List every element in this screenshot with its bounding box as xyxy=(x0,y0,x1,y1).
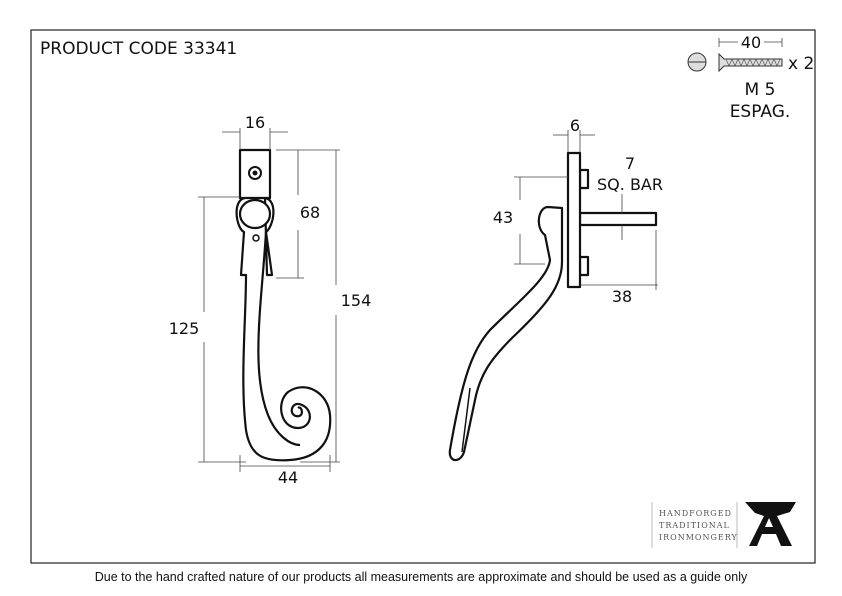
screw-type: ESPAG. xyxy=(730,102,791,122)
dim-height-total: 154 xyxy=(341,291,372,310)
dim-height-upper: 68 xyxy=(300,203,320,222)
disclaimer-footer: Due to the hand crafted nature of our pr… xyxy=(94,570,748,584)
side-dimensions xyxy=(514,130,658,290)
screw-icon xyxy=(687,38,783,73)
brand-logo: HANDFORGED TRADITIONAL IRONMONGERY xyxy=(651,502,796,548)
dim-side-height: 43 xyxy=(493,208,513,227)
front-dimensions xyxy=(198,128,340,472)
screw-quantity: x 2 xyxy=(788,54,814,74)
logo-line-1: HANDFORGED xyxy=(659,509,732,518)
screw-length: 40 xyxy=(741,33,761,52)
bar-label: SQ. BAR xyxy=(597,175,663,194)
dim-height-body: 125 xyxy=(169,319,200,338)
dim-plate-thickness: 6 xyxy=(570,116,580,135)
drawing-border xyxy=(30,29,816,564)
anvil-icon xyxy=(745,502,796,546)
logo-line-2: TRADITIONAL xyxy=(659,521,730,530)
dim-width-top: 16 xyxy=(245,113,265,132)
handle-side-view xyxy=(448,151,658,462)
dim-bar-size: 7 xyxy=(625,154,635,173)
screw-size: M 5 xyxy=(745,80,776,100)
handle-front-view xyxy=(235,148,332,462)
dim-width-bottom: 44 xyxy=(278,468,298,487)
logo-line-3: IRONMONGERY xyxy=(659,533,738,542)
product-code: PRODUCT CODE 33341 xyxy=(40,39,237,59)
dim-bar-length: 38 xyxy=(612,287,632,306)
